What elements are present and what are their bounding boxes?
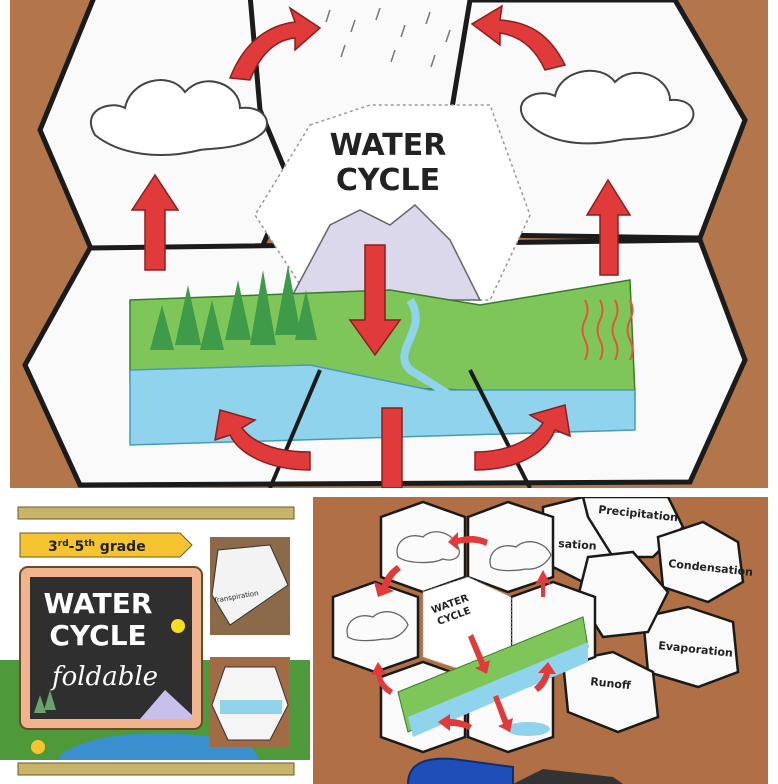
- river: [400, 297, 453, 399]
- water-cycle-foldable-open-photo: WATER CYCLE: [10, 0, 768, 488]
- decorative-border-top: [17, 506, 295, 520]
- scissors-blade: [513, 769, 623, 784]
- arrow-icon: [470, 4, 567, 71]
- arrow-icon: [381, 407, 403, 488]
- grade-label: 3rd-5th grade: [48, 539, 146, 555]
- title-cycle: CYCLE: [336, 163, 440, 198]
- arrow-icon: [130, 173, 180, 271]
- arrow-icon: [585, 178, 632, 276]
- scissors-handle: [407, 757, 514, 784]
- arrow-icon: [474, 404, 571, 471]
- rain-icon: [325, 7, 451, 68]
- cloud-icon: [489, 541, 552, 572]
- cloud-icon: [90, 79, 269, 156]
- top-photo: WATER CYCLE: [10, 0, 768, 488]
- puddle: [506, 722, 550, 736]
- hex-grid-labels: [541, 497, 745, 734]
- bee-logo: [31, 740, 45, 754]
- arrow-icon: [448, 532, 488, 550]
- cover-subtitle: foldable: [50, 662, 158, 692]
- trees-icon: [34, 690, 56, 713]
- cover-image: 3rd-5th grade WATER CYCLE foldable Trans…: [0, 495, 310, 784]
- label-condensation-partial: sation: [558, 537, 597, 553]
- arrow-icon: [468, 634, 490, 674]
- arrow-icon: [438, 714, 472, 731]
- water-lake: [129, 364, 636, 446]
- trees-illustration: [150, 265, 317, 350]
- arrow-icon: [348, 244, 402, 357]
- decorative-border-bottom: [17, 762, 295, 776]
- mountain-icon: [140, 690, 192, 719]
- center-hex: [422, 576, 512, 673]
- arrow-icon: [214, 409, 311, 471]
- water-cycle-foldable-flat-photo: WATER CYCLE Precipitation sation Condens…: [313, 497, 768, 784]
- water-lake: [408, 642, 588, 737]
- cover-title-cycle: CYCLE: [49, 619, 146, 652]
- grade-banner: [19, 532, 193, 558]
- arrow-icon: [493, 695, 513, 732]
- water-cycle-foldable-cover: 3rd-5th grade WATER CYCLE foldable Trans…: [0, 495, 310, 784]
- title-water: WATER: [330, 128, 447, 163]
- cloud-icon: [346, 611, 409, 642]
- sun-icon: [171, 619, 185, 633]
- arrow-icon: [371, 662, 393, 695]
- label-runoff: Runoff: [590, 675, 632, 692]
- cover-title-water: WATER: [44, 587, 153, 620]
- arrow-icon: [374, 565, 401, 597]
- flat-foldable-photo: WATER CYCLE Precipitation sation Condens…: [313, 497, 768, 784]
- arrow-icon: [535, 570, 551, 597]
- arrow-icon: [534, 662, 556, 692]
- cloud-icon: [520, 69, 695, 145]
- arrow-icon: [228, 6, 322, 81]
- evaporation-waves-icon: [581, 299, 634, 361]
- cycle-arrows: [371, 532, 556, 732]
